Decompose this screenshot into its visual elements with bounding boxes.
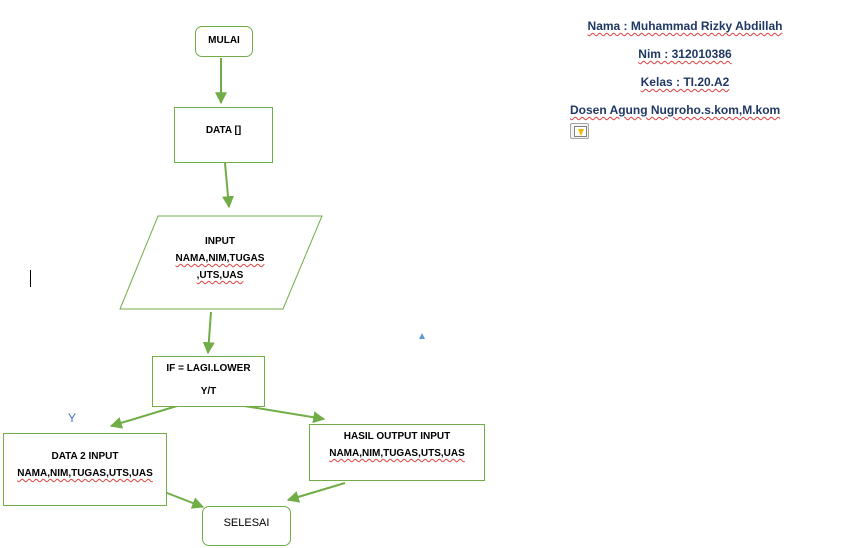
- data-process-label: DATA []: [205, 125, 242, 136]
- end-node-label: SELESAI: [223, 517, 270, 529]
- data2-title: DATA 2 INPUT: [51, 451, 119, 462]
- text-cursor-icon: [30, 270, 31, 287]
- paste-options-icon[interactable]: [570, 123, 589, 139]
- info-nama: Nama : Muhammad Rizky Abdillah: [587, 19, 783, 33]
- input-label-title: INPUT: [205, 236, 235, 247]
- data2-input-node[interactable]: DATA 2 INPUT NAMA,NIM,TUGAS,UTS,UAS: [3, 433, 167, 506]
- info-dosen: Dosen Agung Nugroho.s.kom,M.kom: [570, 103, 781, 117]
- arrow-hasil-to-selesai: [286, 482, 346, 503]
- input-label-fields: NAMA,NIM,TUGAS: [175, 253, 265, 264]
- data2-fields: NAMA,NIM,TUGAS,UTS,UAS: [17, 468, 153, 479]
- arrow-input-to-if: [202, 311, 215, 355]
- input-parallelogram-shape[interactable]: [119, 215, 323, 310]
- end-node[interactable]: SELESAI: [202, 506, 291, 546]
- arrow-data2-to-selesai: [161, 490, 205, 509]
- hasil-title: HASIL OUTPUT INPUT: [343, 431, 451, 442]
- if-yes-no-label: Y/T: [200, 386, 217, 397]
- start-node-label: MULAI: [208, 35, 240, 46]
- info-kelas: Kelas : TI.20.A2: [640, 75, 730, 89]
- input-node-text: INPUT NAMA,NIM,TUGAS ,UTS,UAS: [150, 233, 290, 284]
- yes-branch-label: Y: [68, 411, 77, 425]
- start-node[interactable]: MULAI: [195, 26, 253, 57]
- info-nim: Nim : 312010386: [638, 47, 732, 61]
- if-condition-label: IF = LAGI.LOWER: [166, 363, 251, 374]
- lightning-icon: [578, 129, 584, 136]
- arrow-data-to-input: [222, 162, 234, 209]
- data-process-node[interactable]: DATA []: [174, 107, 273, 163]
- hasil-fields: NAMA,NIM,TUGAS,UTS,UAS: [329, 448, 465, 459]
- input-label-fields-2: ,UTS,UAS: [196, 270, 244, 281]
- hasil-output-node[interactable]: HASIL OUTPUT INPUT NAMA,NIM,TUGAS,UTS,UA…: [309, 424, 485, 481]
- if-decision-node[interactable]: IF = LAGI.LOWER Y/T: [152, 356, 265, 407]
- triangle-marker-icon: [419, 333, 425, 339]
